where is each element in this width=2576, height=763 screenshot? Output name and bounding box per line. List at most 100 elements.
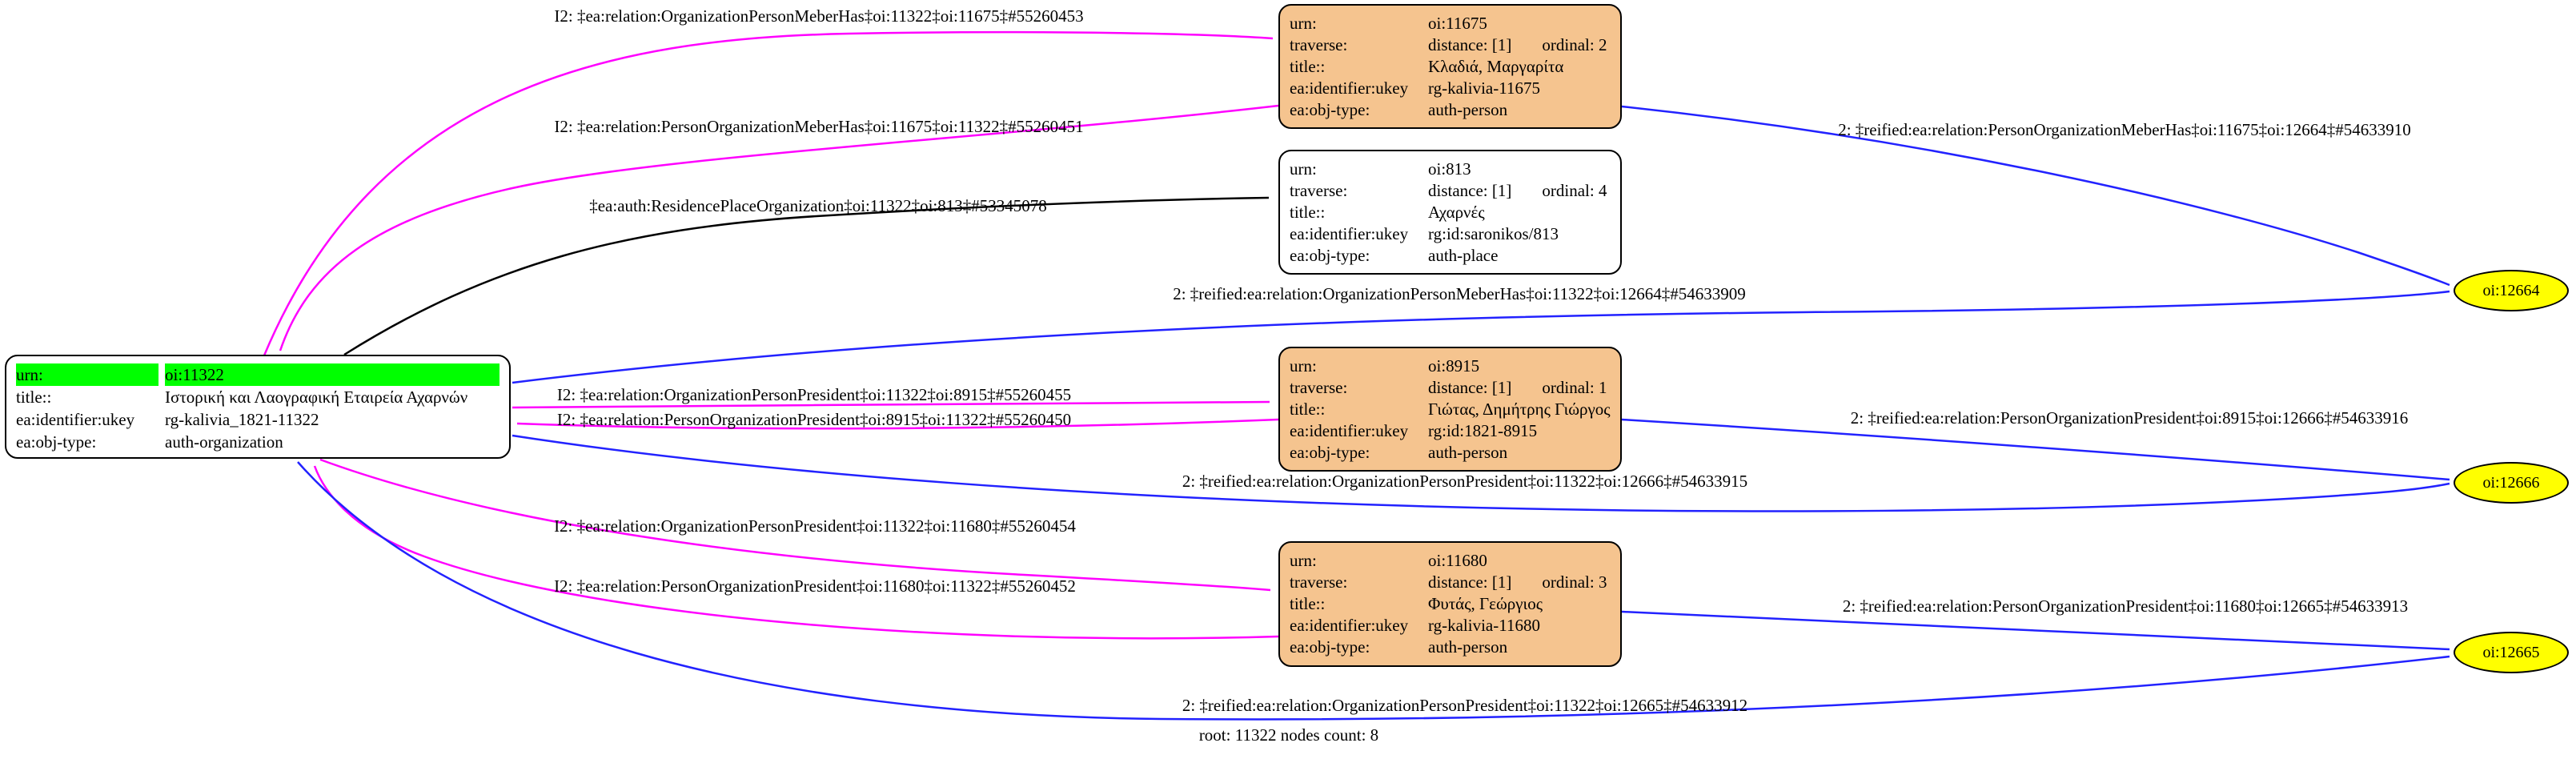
edge-organizationpersonpresident-11322-11680 xyxy=(319,458,1271,592)
field-key: ea:identifier:ukey xyxy=(1290,616,1409,635)
field-key: ea:obj-type: xyxy=(16,432,97,452)
field-key: ea:identifier:ukey xyxy=(16,410,135,429)
field-key: urn: xyxy=(16,363,158,386)
node-row: ea:identifier:ukey rg:id:saronikos/813 xyxy=(1290,223,1611,245)
edge-label: I2: ‡ea:relation:PersonOrganizationPresi… xyxy=(556,410,1072,429)
field-key: urn: xyxy=(1290,356,1317,375)
field-key: title:: xyxy=(1290,203,1326,222)
field-key: urn: xyxy=(1290,159,1317,179)
node-row: ea:obj-type: auth-person xyxy=(1290,99,1611,121)
field-value: auth-place xyxy=(1428,246,1499,265)
edge-reified-organizationpersonmeberhas-11322-12664 xyxy=(512,290,2450,384)
field-value: oi:11322 xyxy=(165,363,500,386)
node-oi-12666[interactable]: oi:12666 xyxy=(2454,462,2569,504)
field-value: rg-kalivia_1821-11322 xyxy=(165,410,319,429)
edge-label: I2: ‡ea:relation:OrganizationPersonMeber… xyxy=(554,6,1084,26)
field-value: distance: [1]ordinal: 2 xyxy=(1428,35,1607,54)
field-value: Γιώτας, Δημήτρης Γιώργος xyxy=(1428,400,1611,419)
edge-reified-organizationpersonpresident-11322-12665 xyxy=(297,461,2450,721)
field-value: rg:id:1821-8915 xyxy=(1428,421,1538,440)
edge-personorganizationmeberhas-11675-11322 xyxy=(279,104,1279,351)
edge-label: I2: ‡ea:relation:PersonOrganizationPresi… xyxy=(554,576,1076,596)
field-key: title:: xyxy=(16,388,52,407)
node-row: urn: oi:11675 xyxy=(1290,13,1611,34)
field-key: traverse: xyxy=(1290,572,1348,592)
field-key: urn: xyxy=(1290,14,1317,33)
field-value: Ιστορική και Λαογραφική Εταιρεία Αχαρνών xyxy=(165,388,468,407)
node-row: ea:identifier:ukey rg-kalivia-11680 xyxy=(1290,615,1611,637)
field-value: rg-kalivia-11675 xyxy=(1428,78,1540,98)
edge-label: 2: ‡reified:ea:relation:OrganizationPers… xyxy=(1173,284,1746,303)
node-oi-11322[interactable]: urn: oi:11322 title:: Ιστορική και Λαογρ… xyxy=(5,355,511,459)
footer-text: root: 11322 nodes count: 8 xyxy=(1198,725,1379,745)
node-row: ea:identifier:ukey rg:id:1821-8915 xyxy=(1290,420,1611,442)
reified-node-label: oi:12664 xyxy=(2482,281,2540,299)
edge-reified-organizationpersonpresident-11322-12666 xyxy=(512,434,2450,512)
node-row: ea:identifier:ukey rg-kalivia_1821-11322 xyxy=(16,408,500,431)
field-value: oi:813 xyxy=(1428,159,1471,179)
field-key: urn: xyxy=(1290,551,1317,570)
edge-label: I2: ‡ea:relation:PersonOrganizationMeber… xyxy=(554,117,1084,136)
node-oi-12665[interactable]: oi:12665 xyxy=(2454,632,2569,673)
edge-label: I2: ‡ea:relation:OrganizationPersonPresi… xyxy=(556,385,1072,404)
field-key: ea:identifier:ukey xyxy=(1290,421,1409,440)
node-row: title:: Κλαδιά, Μαργαρίτα xyxy=(1290,56,1611,78)
field-value: rg-kalivia-11680 xyxy=(1428,616,1540,635)
node-oi-11680[interactable]: urn: oi:11680 traverse: distance: [1]ord… xyxy=(1278,541,1622,667)
field-key: ea:obj-type: xyxy=(1290,100,1370,119)
node-oi-813[interactable]: urn: oi:813 traverse: distance: [1]ordin… xyxy=(1278,150,1622,275)
edge-organizationpersonpresident-11322-8915 xyxy=(512,400,1270,409)
node-row: urn: oi:813 xyxy=(1290,159,1611,180)
field-key: title:: xyxy=(1290,400,1326,419)
field-value: Φυτάς, Γεώργιος xyxy=(1428,594,1543,613)
field-value: Κλαδιά, Μαργαρίτα xyxy=(1428,57,1564,76)
edge-reified-personorganizationmeberhas-11675-12664 xyxy=(1621,105,2450,287)
node-row: ea:obj-type: auth-person xyxy=(1290,442,1611,464)
edge-label: 2: ‡reified:ea:relation:PersonOrganizati… xyxy=(1842,596,2409,616)
field-value: oi:8915 xyxy=(1428,356,1480,375)
node-row: title:: Γιώτας, Δημήτρης Γιώργος xyxy=(1290,399,1611,420)
edge-residenceplaceorganization-11322-813 xyxy=(343,196,1270,356)
node-row: urn: oi:11322 xyxy=(16,363,500,386)
field-key: traverse: xyxy=(1290,35,1348,54)
edge-personorganizationpresident-11680-11322 xyxy=(313,465,1279,640)
field-value: auth-person xyxy=(1428,100,1508,119)
node-oi-11675[interactable]: urn: oi:11675 traverse: distance: [1]ord… xyxy=(1278,4,1622,129)
field-key: traverse: xyxy=(1290,181,1348,200)
field-key: traverse: xyxy=(1290,378,1348,397)
reified-node-label: oi:12665 xyxy=(2482,643,2540,661)
edge-label: 2: ‡reified:ea:relation:PersonOrganizati… xyxy=(1838,120,2411,139)
field-value: distance: [1]ordinal: 4 xyxy=(1428,181,1607,200)
field-key: title:: xyxy=(1290,57,1326,76)
edge-personorganizationpresident-8915-11322 xyxy=(516,418,1279,430)
field-value: rg:id:saronikos/813 xyxy=(1428,224,1559,243)
node-row: traverse: distance: [1]ordinal: 4 xyxy=(1290,180,1611,202)
field-value: auth-organization xyxy=(165,432,283,452)
node-row: ea:obj-type: auth-place xyxy=(1290,245,1611,267)
node-row: title:: Φυτάς, Γεώργιος xyxy=(1290,593,1611,615)
field-key: ea:obj-type: xyxy=(1290,637,1370,657)
edge-label: 2: ‡reified:ea:relation:OrganizationPers… xyxy=(1182,472,1748,491)
field-value: auth-person xyxy=(1428,637,1508,657)
node-row: traverse: distance: [1]ordinal: 2 xyxy=(1290,34,1611,56)
node-oi-8915[interactable]: urn: oi:8915 traverse: distance: [1]ordi… xyxy=(1278,347,1622,472)
field-key: ea:identifier:ukey xyxy=(1290,224,1409,243)
node-row: title:: Αχαρνές xyxy=(1290,202,1611,223)
field-key: title:: xyxy=(1290,594,1326,613)
field-value: distance: [1]ordinal: 3 xyxy=(1428,572,1607,592)
edge-reified-personorganizationpresident-8915-12666 xyxy=(1621,418,2450,481)
field-value: auth-person xyxy=(1428,443,1508,462)
edge-label: 2: ‡reified:ea:relation:PersonOrganizati… xyxy=(1850,408,2409,428)
edge-reified-personorganizationpresident-11680-12665 xyxy=(1621,610,2450,651)
node-row: urn: oi:11680 xyxy=(1290,550,1611,572)
field-value: oi:11680 xyxy=(1428,551,1487,570)
field-key: ea:identifier:ukey xyxy=(1290,78,1409,98)
edge-label: I2: ‡ea:relation:OrganizationPersonPresi… xyxy=(554,516,1076,536)
field-value: oi:11675 xyxy=(1428,14,1487,33)
node-row: urn: oi:8915 xyxy=(1290,355,1611,377)
field-key: ea:obj-type: xyxy=(1290,443,1370,462)
node-oi-12664[interactable]: oi:12664 xyxy=(2454,270,2569,311)
reified-node-label: oi:12666 xyxy=(2482,473,2540,492)
